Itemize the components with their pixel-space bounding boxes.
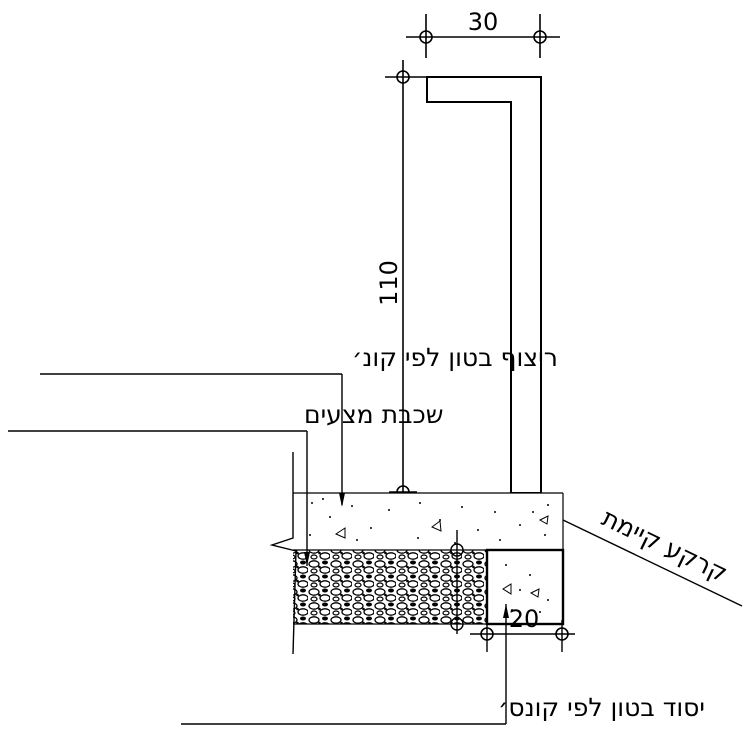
concrete-floor-callout: ריצוף בטון לפי קונ׳	[40, 343, 558, 507]
top-width-dimension: 30	[406, 8, 560, 58]
height-dimension: 110	[375, 60, 430, 510]
concrete-floor-label: ריצוף בטון לפי קונ׳	[352, 343, 558, 372]
concrete-slab	[293, 492, 564, 550]
railing-profile	[426, 76, 542, 494]
existing-ground-callout: קרקע קיימת	[562, 503, 743, 607]
footing-width-dimension: 20	[450, 530, 575, 652]
gravel-layer-callout: שכבת מצעים	[8, 400, 443, 566]
gravel-layer-label: שכבת מצעים	[304, 400, 443, 429]
gravel-layer	[293, 549, 487, 625]
footing-width-value: 20	[509, 605, 540, 633]
concrete-footing	[485, 548, 565, 626]
concrete-footing-callout: יסוד בטון לפי קונס׳	[181, 604, 705, 725]
break-line	[269, 452, 297, 655]
height-value: 110	[375, 260, 403, 306]
existing-ground-label: קרקע קיימת	[597, 503, 732, 588]
top-width-value: 30	[468, 8, 499, 36]
concrete-footing-label: יסוד בטון לפי קונס׳	[498, 693, 705, 722]
